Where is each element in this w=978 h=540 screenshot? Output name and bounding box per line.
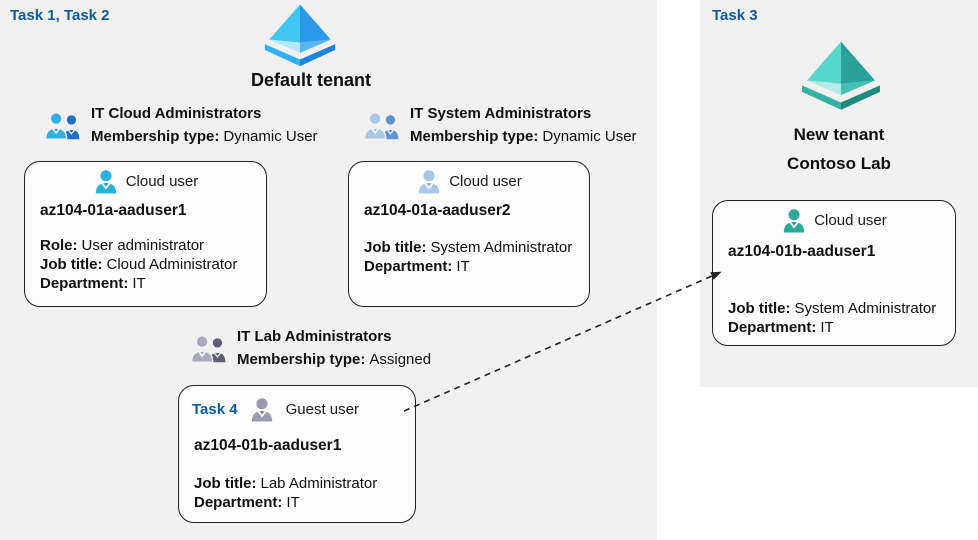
new-tenant-title: New tenant Contoso Lab [700,120,978,178]
field-label: Job title: [40,256,103,273]
user-name: az104-01b-aaduser1 [728,243,876,260]
membership-label: Membership type: [91,128,220,145]
field-label: Department: [728,319,817,336]
cloud-user-icon [784,209,805,233]
new-tenant-line2: Contoso Lab [787,154,891,173]
group-membership: Membership type:Dynamic User [91,125,318,148]
group-users-icon [363,111,399,140]
guest-user-card-aaduser1b: Task 4 Guest user az104-01b-aaduser1 Job… [178,385,416,523]
field-value: IT [456,258,470,275]
user-name: az104-01b-aaduser1 [194,437,342,454]
task-1-2-label: Task 1, Task 2 [10,7,110,24]
field-value: IT [820,319,834,336]
user-card-header: Cloud user [713,208,955,233]
user-card-new-tenant-aaduser1b: Cloud user az104-01b-aaduser1 Job title:… [712,200,956,346]
user-type-label: Guest user [285,401,359,418]
field-value: IT [286,494,300,511]
azure-tenant-icon-teal [802,41,880,110]
field-label: Department: [364,258,453,275]
default-tenant-region: Task 1, Task 2 Default tenant [0,0,657,540]
new-tenant-region: Task 3 New tenant Contoso Lab C [700,0,978,387]
user-fields: Job title:System Administrator Departmen… [364,238,572,276]
user-fields: Job title:Lab Administrator Department:I… [194,474,377,512]
group-membership: Membership type:Assigned [237,348,431,371]
group-name: IT Lab Administrators [237,328,392,345]
group-users-icon [44,111,80,140]
user-type-label: Cloud user [814,212,887,229]
group-name: IT System Administrators [410,105,592,122]
cloud-user-icon [95,170,116,194]
new-tenant-line1: New tenant [793,125,885,144]
field-label: Department: [40,275,129,292]
field-value: System Administrator [794,300,937,317]
group-users-icon [190,334,226,363]
field-label: Job title: [364,239,427,256]
field-value: System Administrator [430,239,573,256]
user-card-aaduser2: Cloud user az104-01a-aaduser2 Job title:… [348,161,590,307]
membership-label: Membership type: [237,351,366,368]
group-name: IT Cloud Administrators [91,105,262,122]
membership-value: Assigned [369,351,432,368]
guest-user-icon [251,398,272,422]
field-label: Role: [40,237,78,254]
user-card-header: Cloud user [25,169,266,194]
group-it-system-administrators: IT System Administrators Membership type… [363,102,637,148]
field-value: Cloud Administrator [106,256,238,273]
membership-value: Dynamic User [223,128,318,145]
user-fields: Role:User administrator Job title:Cloud … [40,236,237,293]
field-value: User administrator [81,237,205,254]
user-name: az104-01a-aaduser2 [364,202,511,219]
field-label: Department: [194,494,283,511]
group-membership: Membership type:Dynamic User [410,125,637,148]
user-card-header: Cloud user [349,169,589,194]
field-value: IT [132,275,146,292]
task-4-label: Task 4 [192,401,238,418]
group-it-cloud-administrators: IT Cloud Administrators Membership type:… [44,102,318,148]
user-name: az104-01a-aaduser1 [40,202,187,219]
default-tenant-title: Default tenant [250,70,371,90]
task-3-label: Task 3 [712,7,758,24]
membership-value: Dynamic User [542,128,637,145]
user-type-label: Cloud user [125,173,199,190]
cloud-user-icon [419,170,440,194]
user-card-header: Task 4 Guest user [179,397,415,422]
field-label: Job title: [194,475,257,492]
user-type-label: Cloud user [449,173,522,190]
field-value: Lab Administrator [260,475,378,492]
user-card-aaduser1: Cloud user az104-01a-aaduser1 Role:User … [24,161,267,307]
group-it-lab-administrators: IT Lab Administrators Membership type:As… [190,325,431,371]
membership-label: Membership type: [410,128,539,145]
field-label: Job title: [728,300,791,317]
user-fields: Job title:System Administrator Departmen… [728,299,936,337]
azure-tenant-icon-blue [264,4,336,67]
